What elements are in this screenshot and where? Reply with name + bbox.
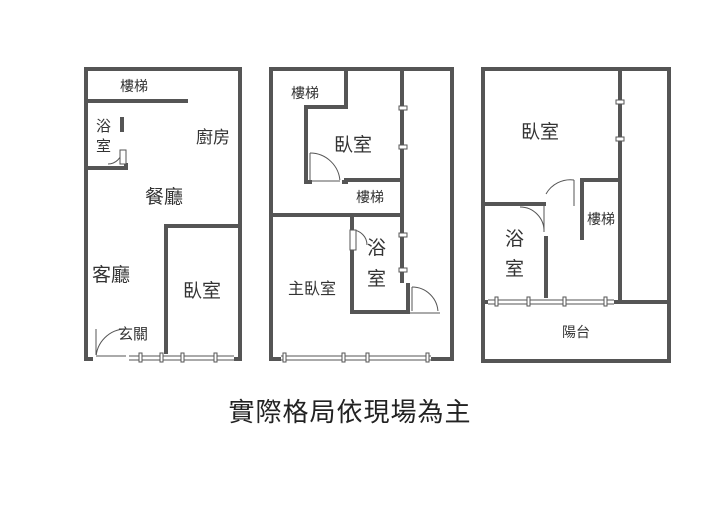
floor3-stair-wall — [580, 178, 620, 240]
floor1-living-label: 客廳 — [92, 264, 130, 286]
floor1-dining-label: 餐廳 — [145, 186, 183, 208]
floor1-bath-door-leaf — [119, 149, 127, 165]
floor1-entrance-label: 玄關 — [118, 325, 148, 343]
disclaimer-caption: 實際格局依現場為主 — [228, 398, 472, 428]
floor3-bedroom-door-arc — [545, 179, 575, 195]
floor3-bath-label-2: 室 — [505, 258, 524, 280]
floor2-stairs-top-label: 樓梯 — [291, 86, 319, 102]
floor3-outer-wall — [481, 67, 671, 363]
floor2-bedroom-label: 臥室 — [334, 134, 372, 156]
floor2-bath-door-leaf — [349, 229, 357, 251]
floor3-bedroom-label: 臥室 — [521, 121, 559, 143]
floor2-stairs-label: 樓梯 — [356, 190, 384, 206]
floor-plan-2: 樓梯 臥室 樓梯 浴 室 主臥室 — [269, 67, 454, 363]
floor2-bath-wall — [350, 215, 410, 314]
floor2-corner-door-arc — [411, 286, 439, 314]
floor3-bath-label-1: 浴 — [505, 228, 524, 250]
floor1-bath-label-2: 室 — [96, 137, 111, 155]
floor2-bedroom-wall — [304, 69, 402, 184]
floor2-bath-label-2: 室 — [367, 268, 386, 290]
floor1-bath-label-1: 浴 — [96, 117, 111, 135]
floor3-balcony-label: 陽台 — [562, 325, 590, 341]
floor1-bedroom-label: 臥室 — [183, 280, 221, 302]
floor1-outer-wall — [84, 67, 242, 361]
floor1-bath-wall — [86, 163, 128, 170]
floor-plan-3: 臥室 樓梯 浴 室 陽台 — [481, 67, 671, 363]
floor1-stairs-label: 樓梯 — [120, 79, 148, 95]
floor-plan-1: 樓梯 浴 室 廚房 餐廳 客廳 臥室 玄關 — [84, 67, 242, 363]
floor1-kitchen-label: 廚房 — [196, 127, 230, 148]
floor3-stairs-label: 樓梯 — [587, 212, 615, 228]
floor2-bath-label-1: 浴 — [367, 237, 386, 259]
floor1-bedroom-wall — [164, 224, 240, 359]
floor2-master-bedroom-label: 主臥室 — [288, 279, 336, 298]
floor2-bedroom-door-arc — [309, 152, 341, 183]
